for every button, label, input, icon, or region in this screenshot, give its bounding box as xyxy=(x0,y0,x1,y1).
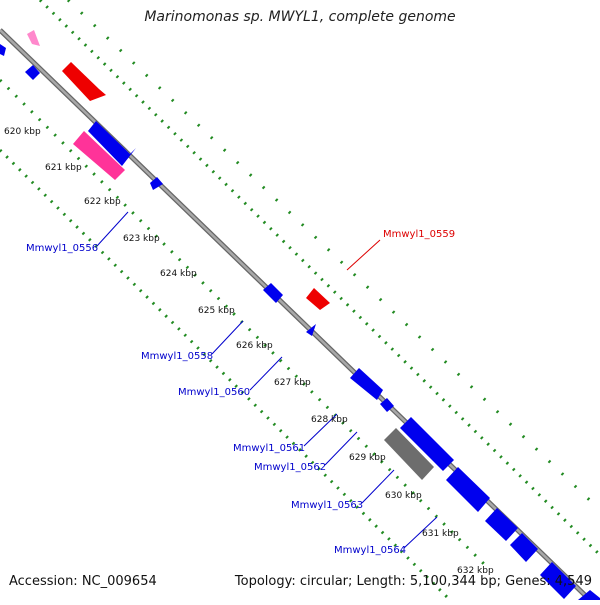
tick-label: 622 kbp xyxy=(84,197,121,207)
gene-arrow-blue-0563[interactable] xyxy=(400,417,454,471)
gene-label-0562[interactable]: Mmwyl1_0562 xyxy=(254,462,326,473)
tick-label: 627 kbp xyxy=(274,378,311,388)
gene-features xyxy=(0,30,600,600)
gene-label-0559[interactable]: Mmwyl1_0559 xyxy=(383,229,455,240)
gene-label-0558[interactable]: Mmwyl1_0558 xyxy=(141,351,213,362)
gene-label-0556[interactable]: Mmwyl1_0556 xyxy=(26,243,98,254)
tick-label: 631 kbp xyxy=(422,529,459,539)
gene-arrow-pink-rrna[interactable] xyxy=(73,131,125,180)
gene-arrow-blue-edge[interactable] xyxy=(540,562,576,599)
gene-arrow-blue-small-1[interactable] xyxy=(25,65,40,80)
tick-label: 629 kbp xyxy=(349,453,386,463)
gene-arrow-red-0559[interactable] xyxy=(306,288,330,310)
gene-arrow-blue-top-edge[interactable] xyxy=(0,44,6,56)
gene-arrow-blue-corner[interactable] xyxy=(578,590,600,600)
position-ticks: 620 kbp 621 kbp 622 kbp 623 kbp 624 kbp … xyxy=(4,127,494,576)
genome-summary: Topology: circular; Length: 5,100,344 bp… xyxy=(234,574,592,589)
gc-track-inner-lower xyxy=(0,148,452,602)
gene-arrow-blue-0564c[interactable] xyxy=(510,533,538,562)
gene-arrow-blue-0560[interactable] xyxy=(306,324,316,336)
gene-arrow-grey-pseudo[interactable] xyxy=(384,428,434,480)
gene-arrow-red-1[interactable] xyxy=(62,62,106,101)
gene-arrow-blue-0561[interactable] xyxy=(350,368,383,400)
gc-track-outer-right xyxy=(66,0,600,512)
gene-label-0561[interactable]: Mmwyl1_0561 xyxy=(233,443,305,454)
gene-arrow-pink-small[interactable] xyxy=(27,30,40,46)
tick-label: 625 kbp xyxy=(198,306,235,316)
gc-track-outer-left xyxy=(38,0,600,557)
accession-label: Accession: NC_009654 xyxy=(9,574,157,589)
tick-label: 623 kbp xyxy=(123,234,160,244)
map-title: Marinomonas sp. MWYL1, complete genome xyxy=(144,9,456,25)
gene-arrow-blue-0564b[interactable] xyxy=(485,508,518,541)
tick-label: 624 kbp xyxy=(160,269,197,279)
gene-arrow-blue-2[interactable] xyxy=(88,121,136,166)
gene-label-0563[interactable]: Mmwyl1_0563 xyxy=(291,500,363,511)
gene-label-leaders xyxy=(96,211,438,549)
gene-arrow-blue-0562[interactable] xyxy=(380,398,394,412)
gene-arrow-blue-small-2[interactable] xyxy=(150,177,163,190)
tick-label: 630 kbp xyxy=(385,491,422,501)
tick-label: 626 kbp xyxy=(236,341,273,351)
gene-label-0564[interactable]: Mmwyl1_0564 xyxy=(334,545,406,556)
tick-label: 620 kbp xyxy=(4,127,41,137)
tick-label: 628 kbp xyxy=(311,415,348,425)
gene-label-0560[interactable]: Mmwyl1_0560 xyxy=(178,387,250,398)
gene-labels: Mmwyl1_0556 Mmwyl1_0558 Mmwyl1_0559 Mmwy… xyxy=(26,229,455,556)
tick-label: 621 kbp xyxy=(45,163,82,173)
gene-arrow-blue-0564a[interactable] xyxy=(446,467,490,512)
gene-arrow-blue-0558[interactable] xyxy=(263,283,283,303)
tick-label: 632 kbp xyxy=(457,566,494,576)
